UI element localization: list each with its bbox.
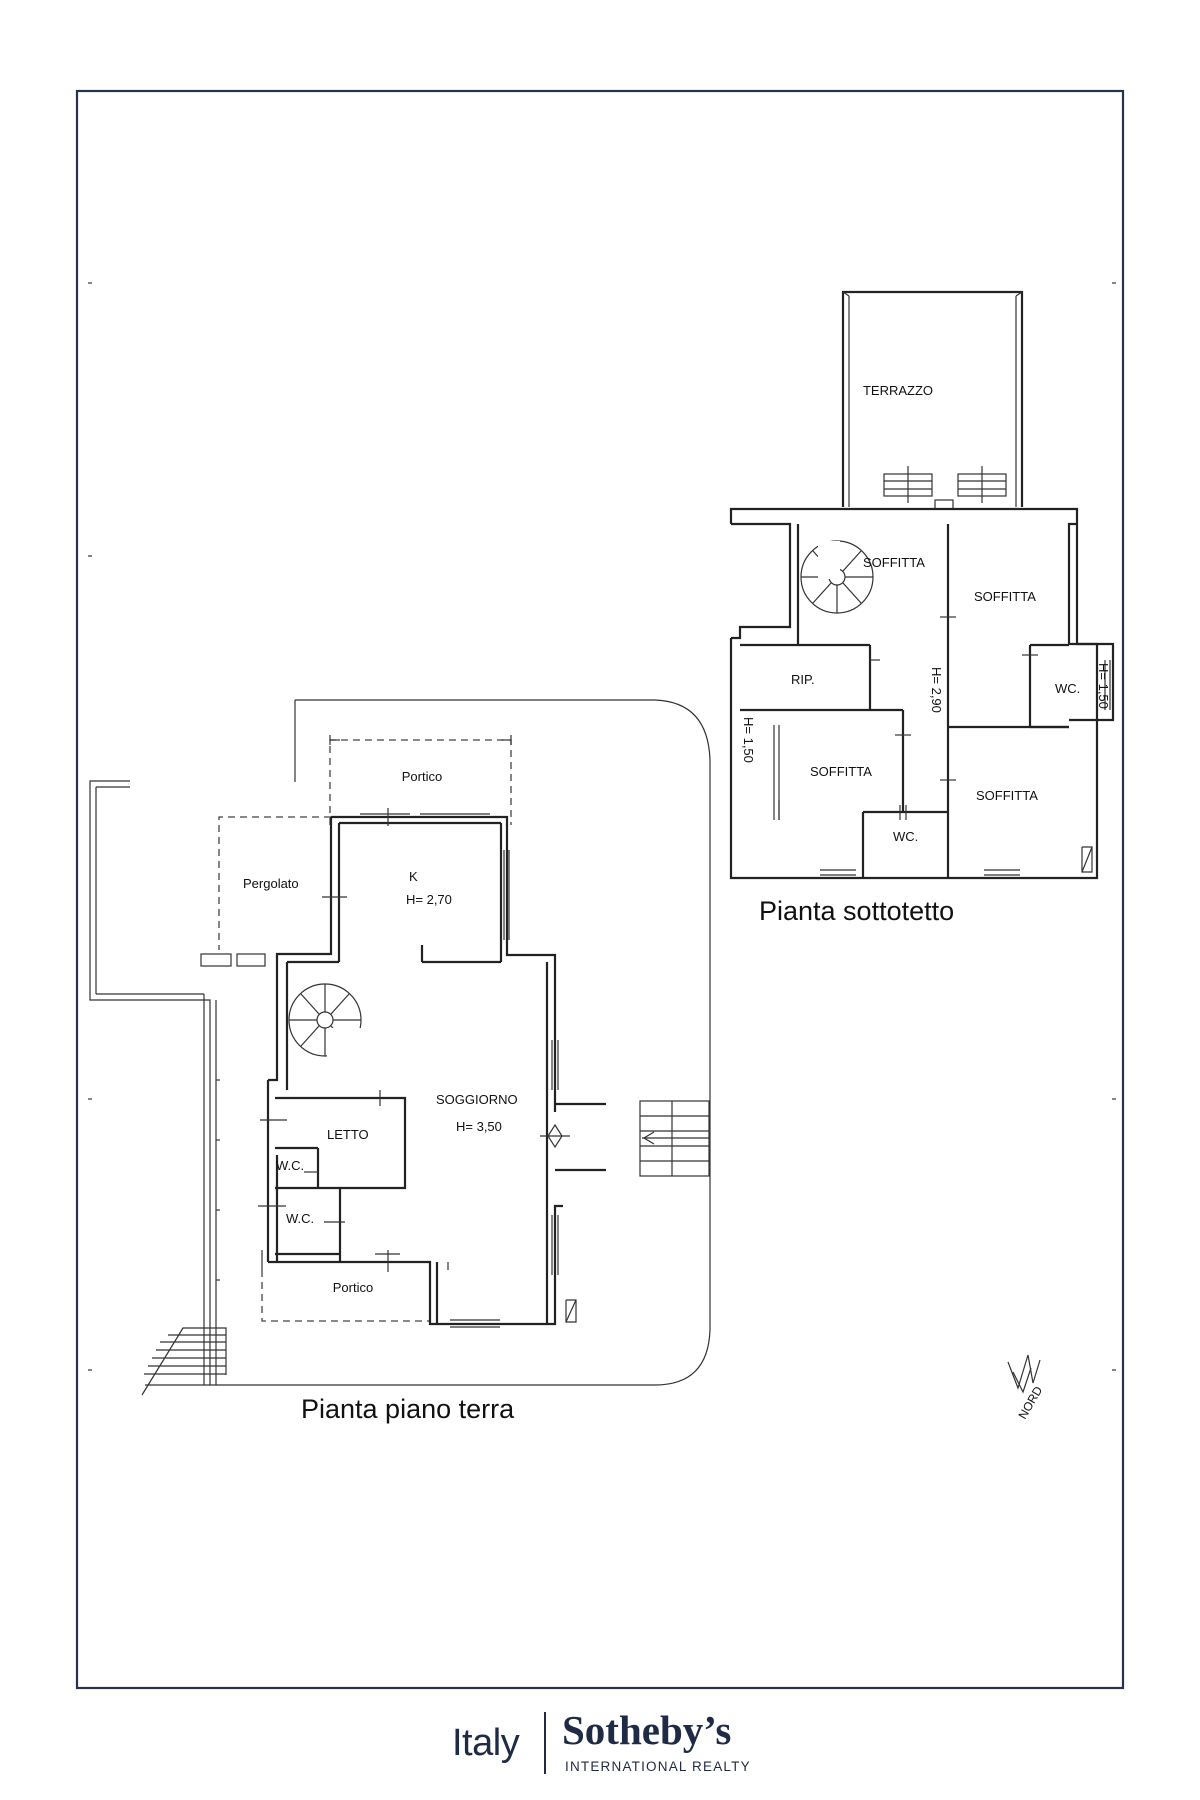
- attic-plan: TERRAZZO SOFFITTA SOFFITTA RIP. WC. SOFF…: [729, 290, 1115, 926]
- brand-divider: [544, 1712, 546, 1774]
- room-label-wc-right: WC.: [1055, 681, 1080, 696]
- height-label-left: H= 1,50: [741, 717, 756, 763]
- ground-porticos: [200, 735, 512, 1322]
- attic-walls: [729, 507, 1115, 880]
- height-label-right: H= 1,50: [1096, 663, 1111, 709]
- room-label-wc: W.C.: [286, 1211, 314, 1226]
- terrace: [841, 290, 1024, 510]
- brand-country: Italy: [452, 1722, 520, 1764]
- garden-boundary: [145, 699, 711, 1386]
- north-arrow-icon: NORD: [1007, 1354, 1045, 1422]
- attic-spiral-stair-icon: [800, 540, 874, 614]
- height-label-central: H= 2,90: [929, 667, 944, 713]
- room-label-rip: RIP.: [791, 672, 815, 687]
- exterior-stair-icon: [141, 1327, 227, 1396]
- north-label: NORD: [1015, 1384, 1045, 1422]
- room-label-portico-bottom: Portico: [333, 1280, 373, 1295]
- ground-spiral-stair-icon: [288, 983, 363, 1060]
- room-label-pergolato: Pergolato: [243, 876, 299, 891]
- frame-ticks: [88, 282, 1116, 1371]
- room-label-wc-small: W.C.: [276, 1158, 304, 1173]
- room-label-soffitta-right-bottom: SOFFITTA: [976, 788, 1038, 803]
- ground-walls: [266, 813, 606, 1328]
- ground-plan: Portico Pergolato K H= 2,70 SOGGIORNO H=…: [89, 699, 711, 1424]
- room-label-kitchen: K: [409, 869, 418, 884]
- brand-subtitle: INTERNATIONAL REALTY: [565, 1759, 751, 1774]
- attic-plan-title: Pianta sottotetto: [759, 896, 954, 926]
- room-label-wc-bottom: WC.: [893, 829, 918, 844]
- soggiorno-height-label: H= 3,50: [456, 1119, 502, 1134]
- room-label-portico-top: Portico: [402, 769, 442, 784]
- room-label-soggiorno: SOGGIORNO: [436, 1092, 518, 1107]
- room-label-soffitta-right-top: SOFFITTA: [974, 589, 1036, 604]
- brand-logo-wordmark: Sotheby’s: [562, 1707, 732, 1753]
- entrance-stair-icon: [639, 1100, 710, 1177]
- room-label-letto: LETTO: [327, 1127, 369, 1142]
- room-label-soffitta-stairs: SOFFITTA: [863, 555, 925, 570]
- drawing-frame: [75, 89, 1125, 1690]
- ground-plan-title: Pianta piano terra: [301, 1394, 515, 1424]
- ground-door-marks: [258, 808, 570, 1272]
- room-label-terrazzo: TERRAZZO: [863, 383, 933, 398]
- room-label-soffitta-left: SOFFITTA: [810, 764, 872, 779]
- attic-door-marks: [870, 616, 1038, 820]
- kitchen-height-label: H= 2,70: [406, 892, 452, 907]
